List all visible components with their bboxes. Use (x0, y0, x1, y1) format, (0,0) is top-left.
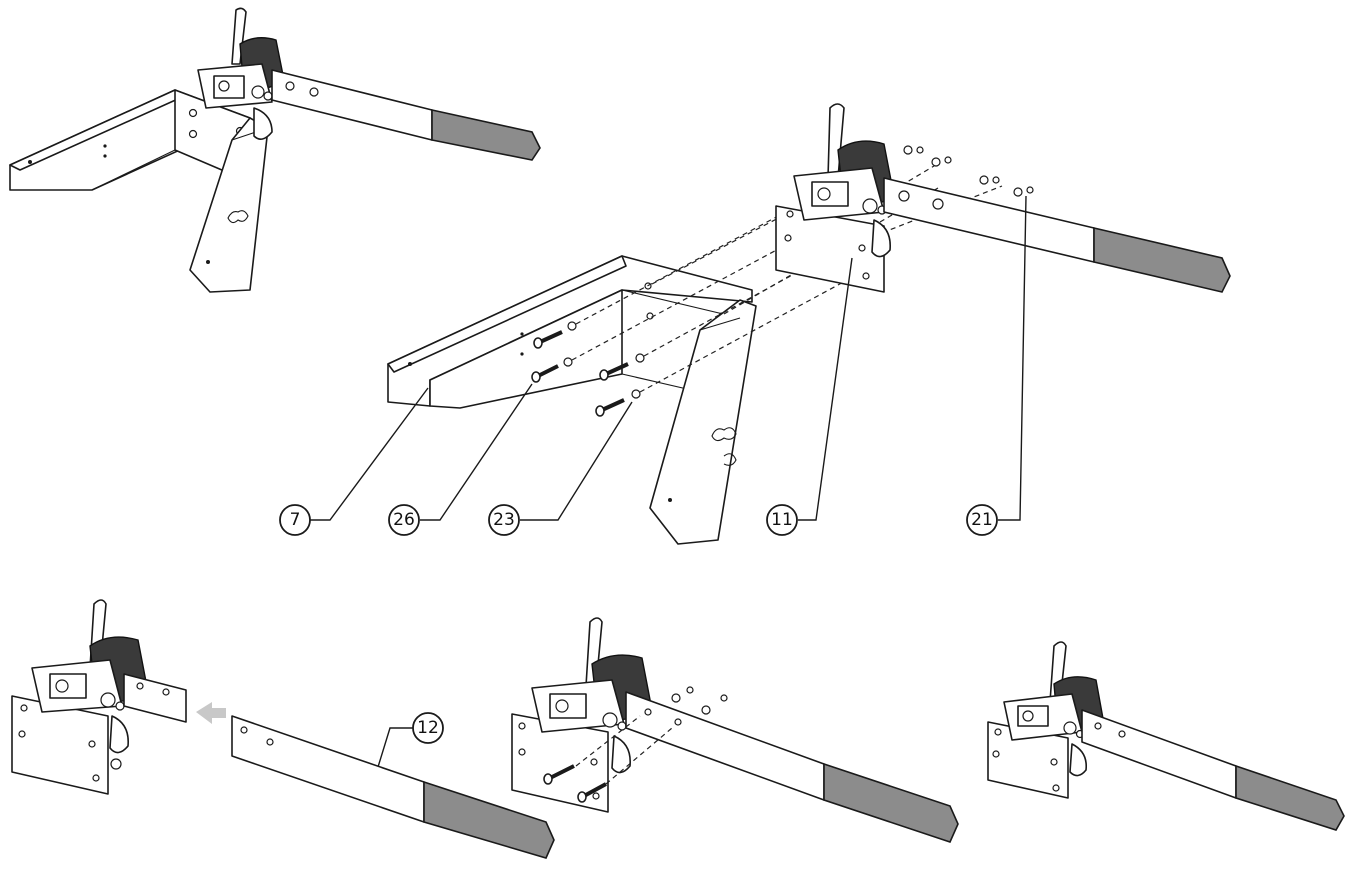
figure-assembled-top-left (9, 7, 541, 293)
bolts-and-washers (531, 321, 645, 417)
callout-label-bracket: 11 (771, 510, 793, 530)
bracket-plate (775, 103, 895, 293)
callout-label-nut: 21 (971, 510, 993, 530)
bolt-1 (533, 321, 577, 349)
callout-circle (388, 504, 420, 536)
callout-circle (488, 504, 520, 536)
handle-bar-exploded (883, 177, 1231, 293)
callout-bracket: 11 (766, 504, 798, 536)
frame-part-exploded (387, 255, 757, 545)
nuts-bottom (671, 686, 728, 715)
callout-label-handle: 12 (417, 718, 439, 738)
handle-bar-12 (231, 715, 555, 859)
callout-label-bolt: 26 (393, 510, 415, 530)
callout-circle (966, 504, 998, 536)
bolt-2 (531, 357, 573, 383)
callout-circle (279, 504, 311, 536)
insert-arrow (196, 702, 226, 724)
callout-circle (412, 712, 444, 744)
bolts-bottom (543, 715, 673, 803)
callout-bolt: 26 (388, 504, 420, 536)
callout-handle: 12 (412, 712, 444, 744)
figure-handle-insertion (11, 599, 555, 859)
figure-final-assembled (987, 641, 1345, 831)
callout-frame: 7 (279, 504, 311, 536)
figure-exploded-center (387, 103, 1231, 545)
bolt-3 (599, 353, 645, 381)
handle-bar (271, 69, 541, 161)
callout-label-frame: 7 (290, 510, 301, 530)
callout-washer: 23 (488, 504, 520, 536)
callout-leaders (310, 195, 1027, 781)
callout-nut: 21 (966, 504, 998, 536)
clamp-plate-bottom-left (11, 599, 187, 795)
figure-bolting (511, 617, 959, 843)
callout-label-washer: 23 (493, 510, 515, 530)
callout-circle (766, 504, 798, 536)
nuts (903, 145, 1034, 197)
bolt-4 (595, 389, 641, 417)
frame-part (9, 89, 269, 293)
